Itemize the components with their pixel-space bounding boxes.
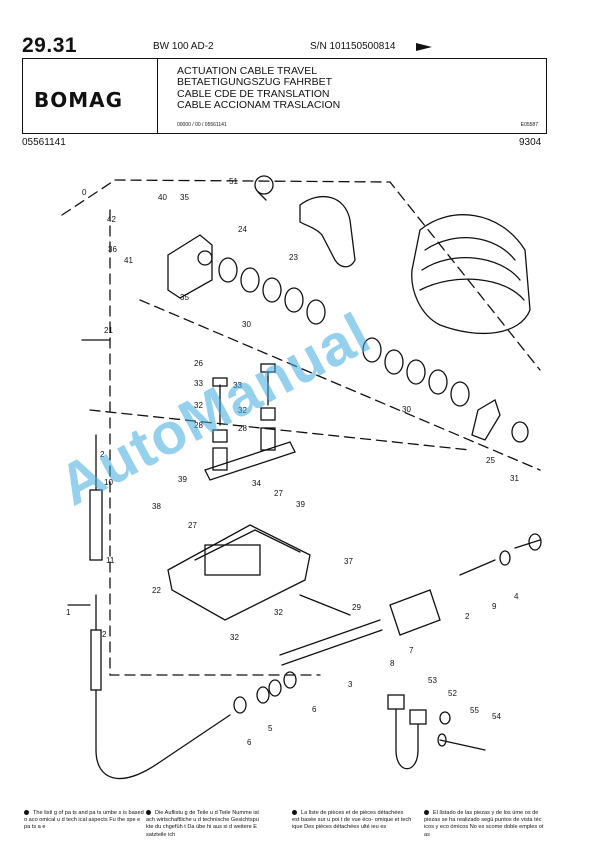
callout-label: 7	[409, 646, 414, 655]
footer-note-fr: La liste de pièces et de pièces détachée…	[292, 810, 412, 832]
callout-label: 32	[230, 633, 239, 642]
callout-label: 26	[194, 359, 203, 368]
bullet-icon	[424, 810, 429, 816]
callout-label: 30	[242, 320, 251, 329]
callout-label: 54	[492, 712, 501, 721]
callout-label: 32	[194, 401, 203, 410]
callout-label: 39	[178, 475, 187, 484]
callout-label: 55	[470, 706, 479, 715]
callout-label: 37	[344, 557, 353, 566]
callout-label: 34	[252, 479, 261, 488]
callout-label: 32	[274, 608, 283, 617]
part-number: 05561141	[22, 137, 66, 148]
callout-label: 39	[296, 500, 305, 509]
callout-label: 2	[465, 612, 470, 621]
title-en: ACTUATION CABLE TRAVEL	[177, 65, 318, 77]
bullet-icon	[146, 810, 151, 816]
callout-label: 22	[152, 586, 161, 595]
callout-label: 6	[247, 738, 252, 747]
footer-text-es: El listado de las piezas y de los úme os…	[424, 810, 544, 838]
date-code: 9304	[519, 137, 542, 148]
reference-code: E05587	[520, 122, 538, 128]
callout-label: 9	[492, 602, 497, 611]
callout-label: 24	[238, 225, 247, 234]
title-block: BOMAG ACTUATION CABLE TRAVEL BETAETIGUNG…	[22, 58, 547, 134]
bullet-icon	[24, 810, 29, 816]
logo-cell: BOMAG	[23, 59, 158, 133]
title-lines: ACTUATION CABLE TRAVEL BETAETIGUNGSZUG F…	[177, 65, 341, 112]
callout-label: 28	[194, 421, 203, 430]
footer-note-en: The listi g of pa ts and pa ts umbe s is…	[24, 810, 144, 832]
callout-label: 32	[238, 406, 247, 415]
page-number: 29.31	[22, 34, 78, 57]
callout-label: 25	[486, 456, 495, 465]
callout-label: 2	[100, 450, 105, 459]
callout-label: 6	[312, 705, 317, 714]
footer-text-de: Die Auflistu g de Teile u d Teile Numme …	[146, 810, 259, 838]
callout-label: 23	[289, 253, 298, 262]
callout-label: 35	[180, 193, 189, 202]
callout-label: 38	[152, 502, 161, 511]
callout-label: 27	[274, 489, 283, 498]
callout-label: 33	[233, 381, 242, 390]
model-label: BW 100 AD-2	[153, 41, 214, 52]
callout-label: 8	[390, 659, 395, 668]
footer-note-es: El listado de las piezas y de los úme os…	[424, 810, 544, 839]
title-fr: CABLE CDE DE TRANSLATION	[177, 87, 330, 100]
callout-label: 11	[106, 556, 115, 565]
callout-label: 40	[158, 193, 167, 202]
callout-label: 52	[448, 689, 457, 698]
callout-label: 29	[352, 603, 361, 612]
callout-label: 42	[107, 215, 116, 224]
footer-text-fr: La liste de pièces et de pièces détachée…	[292, 810, 412, 831]
callout-label: 2	[102, 630, 107, 639]
arrow-right-icon	[416, 43, 432, 51]
brand-logo: BOMAG	[34, 88, 124, 112]
callout-label: 33	[194, 379, 203, 388]
title-es: CABLE ACCIONAM TRASLACION	[177, 99, 341, 112]
document-code: 00000 / 00 / 05561141	[177, 122, 227, 128]
callout-label: 41	[124, 256, 133, 265]
callout-label: 4	[514, 592, 519, 601]
callout-label: 30	[402, 405, 411, 414]
callout-label: 5	[268, 724, 273, 733]
callout-label: 36	[108, 245, 117, 254]
callout-label: 53	[428, 676, 437, 685]
serial-number: S/N 101150500814	[310, 41, 396, 52]
footer-note-de: Die Auflistu g de Teile u d Teile Numme …	[146, 810, 266, 839]
callout-label: 35	[180, 293, 189, 302]
callout-label: 31	[510, 474, 519, 483]
title-de: BETAETIGUNGSZUG FAHRBET	[177, 76, 332, 89]
callout-label: 1	[66, 608, 71, 617]
callout-label: 3	[348, 680, 353, 689]
bullet-icon	[292, 810, 297, 816]
callout-label: 28	[238, 424, 247, 433]
footer-text-en: The listi g of pa ts and pa ts umbe s is…	[24, 810, 144, 831]
callout-label: 27	[188, 521, 197, 530]
callout-label: 21	[104, 326, 113, 335]
callout-label: 51	[229, 177, 238, 186]
callout-label: 0	[82, 188, 87, 197]
callout-label: 10	[104, 478, 113, 487]
